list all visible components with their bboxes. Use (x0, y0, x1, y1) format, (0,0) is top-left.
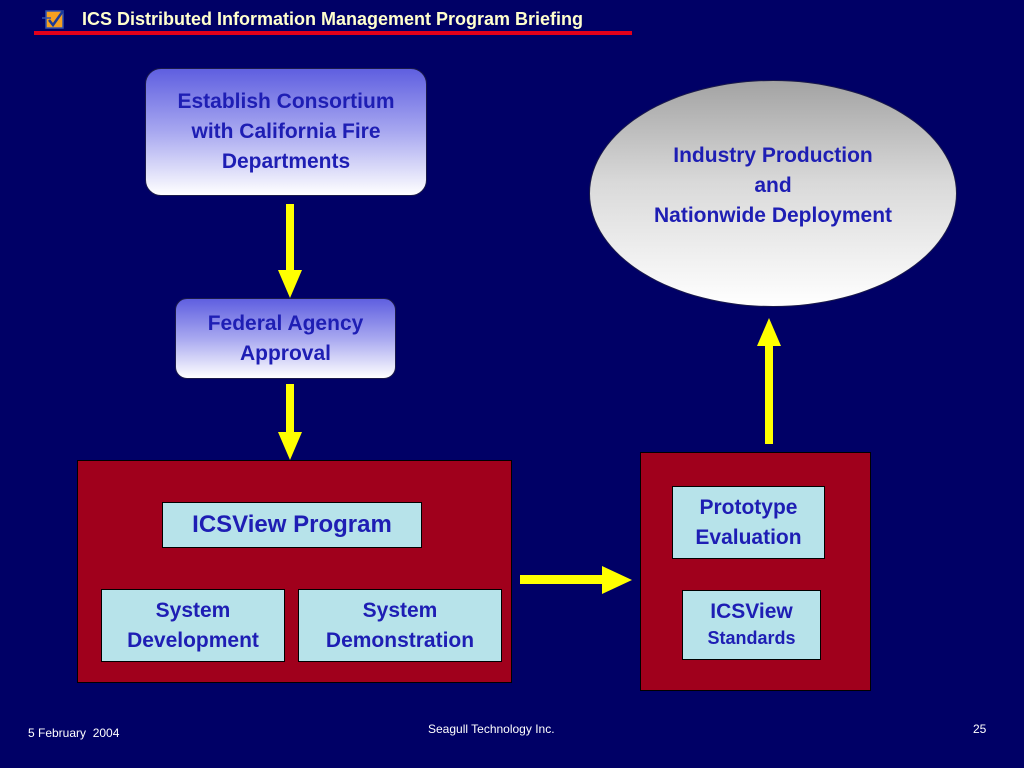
standards-line-2: Standards (707, 628, 796, 648)
icsview-standards-box: ICSView Standards (682, 590, 821, 660)
footer-date: 5 February 2004 (28, 726, 120, 740)
footer-company: Seagull Technology Inc. (428, 722, 555, 736)
standards-line-1: ICSView (710, 600, 793, 623)
system-demonstration-box: System Demonstration (298, 589, 502, 662)
industry-line-1: Industry Production (673, 143, 873, 167)
arrow-up-icon (757, 318, 781, 444)
proto-line-2: Evaluation (695, 525, 802, 549)
consortium-box: Establish Consortium with California Fir… (145, 68, 427, 196)
industry-deployment-ellipse: Industry Production and Nationwide Deplo… (589, 80, 957, 307)
arrow-down-2-icon (278, 384, 302, 460)
checkbox-logo-icon (42, 8, 66, 30)
industry-line-2: and (754, 173, 792, 197)
sysdemo-line-1: System (362, 598, 438, 622)
title-underline (34, 31, 632, 35)
federal-approval-box: Federal Agency Approval (175, 298, 396, 379)
consortium-line-3: Departments (221, 150, 351, 173)
federal-line-1: Federal Agency (207, 311, 364, 335)
sysdev-line-2: Development (127, 628, 259, 652)
sysdemo-line-2: Demonstration (325, 628, 475, 652)
arrow-down-1-icon (278, 204, 302, 298)
sysdev-line-1: System (155, 598, 231, 622)
proto-line-1: Prototype (699, 495, 798, 519)
prototype-evaluation-box: Prototype Evaluation (672, 486, 825, 559)
program-title: ICSView Program (192, 511, 392, 538)
arrow-right-icon (520, 566, 632, 594)
consortium-line-1: Establish Consortium (177, 90, 395, 113)
slide-title: ICS Distributed Information Management P… (82, 9, 584, 29)
system-development-box: System Development (101, 589, 285, 662)
icsview-program-box: ICSView Program (162, 502, 422, 548)
consortium-line-2: with California Fire (191, 120, 381, 143)
federal-line-2: Approval (239, 341, 331, 365)
footer-page-number: 25 (973, 722, 987, 736)
industry-line-3: Nationwide Deployment (653, 203, 893, 227)
